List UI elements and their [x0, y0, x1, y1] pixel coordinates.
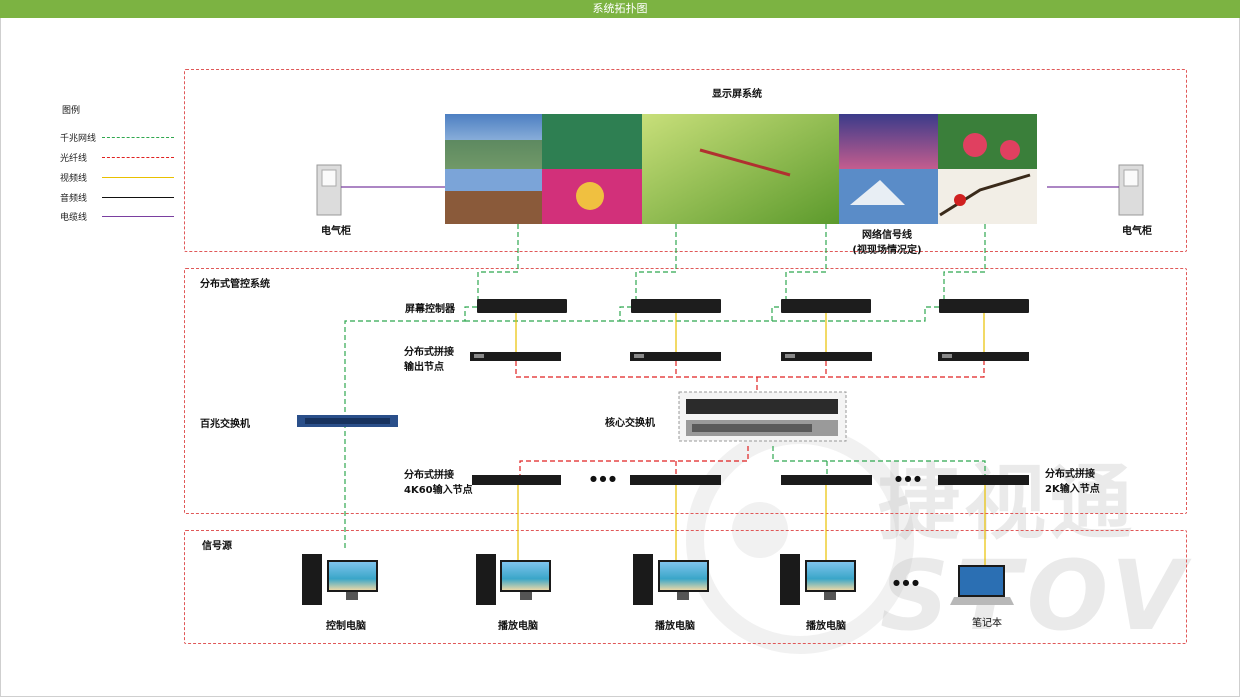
core-switch-device [678, 391, 847, 442]
laptop-label: 笔记本 [972, 618, 1002, 629]
legend-line-cable [102, 216, 174, 217]
watermark-cn: 捷视通 [878, 456, 1137, 551]
input-4k-label: 分布式拼接 4K60输入节点 [404, 466, 473, 496]
network-line-label: 网络信号线 (视现场情况定) [846, 226, 928, 256]
signal-source-title: 信号源 [202, 541, 232, 552]
pc-label-control: 控制电脑 [326, 621, 366, 632]
network-line-label-1: 网络信号线 [862, 230, 912, 241]
watermark-en: STOV [880, 540, 1192, 652]
electric-cabinet-left [316, 164, 342, 216]
pc-label-play-3: 播放电脑 [806, 621, 846, 632]
laptop-device [950, 565, 1014, 605]
switch-100m-device [297, 415, 398, 427]
left-cabinet-label: 电气柜 [321, 226, 351, 237]
distributed-system-title: 分布式管控系统 [200, 279, 270, 290]
right-cabinet-label: 电气柜 [1122, 226, 1152, 237]
screen-controllers [477, 299, 1029, 313]
legend-label-video: 视频线 [60, 174, 88, 184]
ellipsis-source: ● ● ● [893, 578, 920, 587]
input-2k-label: 分布式拼接 2K输入节点 [1045, 465, 1100, 495]
input-2k-label-2: 2K输入节点 [1045, 484, 1100, 495]
screen-controller-label: 屏幕控制器 [405, 304, 455, 315]
switch-100m-label: 百兆交换机 [200, 419, 250, 430]
window-title-bar: 系统拓扑图 [0, 0, 1240, 18]
legend-line-video [102, 177, 174, 178]
core-switch-label: 核心交换机 [605, 418, 655, 429]
distributed-system-box [184, 268, 1187, 514]
legend-line-fiber [102, 157, 174, 158]
legend-label-audio: 音频线 [60, 194, 88, 204]
signal-source-box [184, 530, 1187, 644]
legend-line-gigabit [102, 137, 174, 138]
legend-title: 图例 [62, 106, 81, 116]
video-wall [445, 114, 1037, 224]
output-node-label-2: 输出节点 [404, 362, 444, 373]
input-2k-label-1: 分布式拼接 [1045, 469, 1095, 480]
network-line-label-2: (视现场情况定) [852, 245, 922, 256]
legend-line-audio [102, 197, 174, 198]
output-nodes [470, 352, 1029, 361]
window-title: 系统拓扑图 [592, 2, 648, 15]
input-4k-label-2: 4K60输入节点 [404, 485, 473, 496]
display-system-title: 显示屏系统 [712, 89, 762, 100]
input-4k-label-1: 分布式拼接 [404, 470, 454, 481]
ellipsis-input-left: ● ● ● [590, 474, 617, 483]
input-nodes [472, 475, 1029, 485]
output-node-label-1: 分布式拼接 [404, 347, 454, 358]
legend-label-gigabit: 千兆网线 [60, 134, 97, 144]
pc-label-play-2: 播放电脑 [655, 621, 695, 632]
output-node-label: 分布式拼接 输出节点 [404, 343, 454, 373]
legend-label-fiber: 光纤线 [60, 154, 88, 164]
pc-towers [302, 554, 856, 605]
pc-label-play-1: 播放电脑 [498, 621, 538, 632]
electric-cabinet-right [1118, 164, 1144, 216]
display-system-box [184, 69, 1187, 252]
legend-label-cable: 电缆线 [60, 213, 88, 223]
ellipsis-input-right: ● ● ● [895, 474, 922, 483]
